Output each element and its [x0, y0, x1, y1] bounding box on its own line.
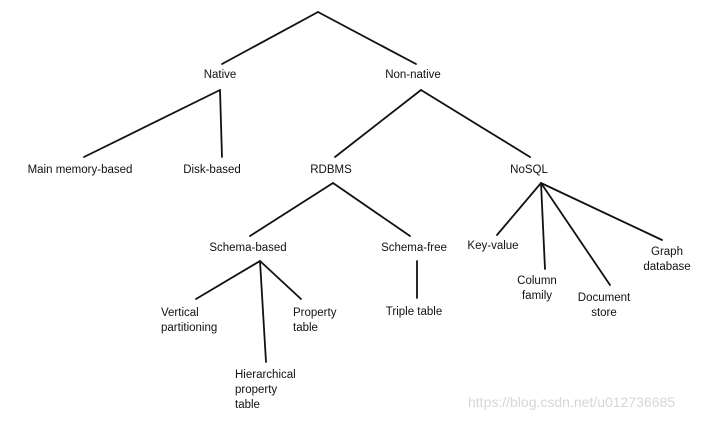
watermark: https://blog.csdn.net/u012736685 — [468, 394, 676, 410]
edge-schema-based-property — [259, 260, 302, 300]
node-triple-table: Triple table — [385, 306, 443, 318]
edge-schema-based-hierarchical — [259, 260, 267, 363]
edge-native-main-memory — [83, 89, 221, 158]
node-schema-based: Schema-based — [209, 242, 287, 254]
edge-rdbms-schema-free — [332, 182, 411, 237]
edge-native-disk — [219, 89, 223, 158]
node-disk-based: Disk-based — [183, 164, 241, 176]
node-key-value: Key-value — [467, 240, 519, 252]
edge-schema-based-vertical — [195, 260, 261, 300]
node-property-table: Property table — [293, 307, 337, 334]
edge-non-native-nosql — [420, 89, 531, 158]
edge-root-native — [221, 11, 319, 65]
node-vertical-partitioning: Vertical partitioning — [161, 307, 218, 334]
edge-nosql-graph-db — [540, 182, 663, 241]
node-native: Native — [203, 69, 237, 81]
node-rdbms: RDBMS — [310, 164, 352, 176]
edge-non-native-rdbms — [334, 89, 422, 158]
node-document-store: Document store — [577, 292, 631, 319]
node-non-native: Non-native — [385, 69, 441, 81]
node-nosql: NoSQL — [510, 164, 548, 176]
edge-nosql-key-value — [496, 182, 542, 236]
node-schema-free: Schema-free — [381, 242, 447, 254]
node-main-memory-based: Main memory-based — [27, 164, 133, 176]
node-hierarchical-property-table: Hierarchical property table — [235, 369, 296, 411]
node-column-family: Column family — [517, 275, 557, 302]
edge-root-non-native — [317, 11, 417, 65]
node-graph-database: Graph database — [643, 246, 691, 273]
edge-rdbms-schema-based — [249, 182, 334, 237]
edge-nosql-column-family — [540, 182, 546, 270]
edge-nosql-document-store — [540, 182, 611, 286]
